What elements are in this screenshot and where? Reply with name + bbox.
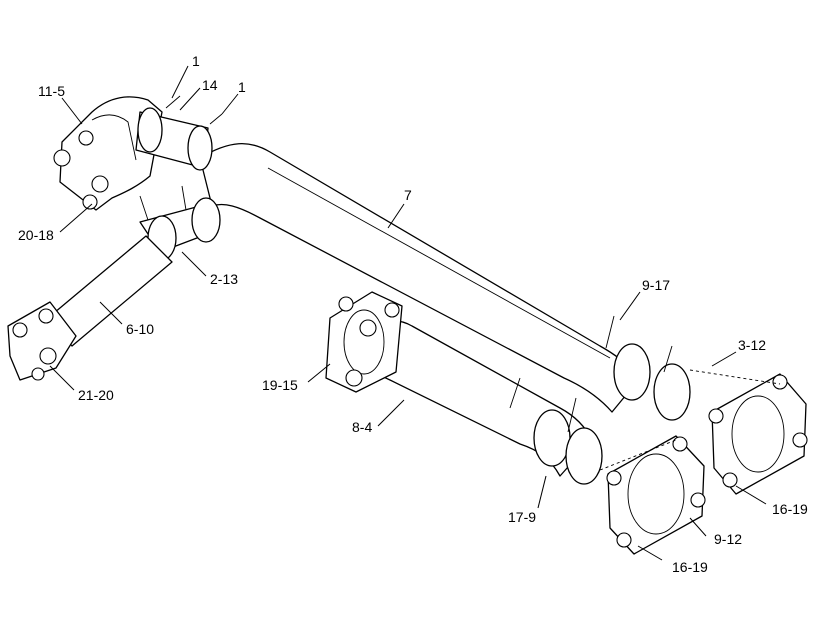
callout-19-15: 19-15	[262, 377, 298, 393]
clamp-17	[509, 377, 603, 485]
callout-labels: 1 14 1 11-5 7 20-18 2-13 6-10 21-20 9-17…	[18, 53, 808, 575]
callout-3-12: 3-12	[738, 337, 766, 353]
callout-6-10: 6-10	[126, 321, 154, 337]
flange-19	[325, 291, 403, 393]
callout-7: 7	[404, 187, 412, 203]
callout-16-19b: 16-19	[672, 559, 708, 575]
callout-1a: 1	[192, 53, 200, 69]
flange-plate-3	[708, 373, 808, 495]
callout-11-5: 11-5	[38, 83, 65, 99]
callout-21-20: 21-20	[78, 387, 114, 403]
callout-14: 14	[202, 77, 218, 93]
callout-20-18: 20-18	[18, 227, 54, 243]
callout-9-12: 9-12	[714, 531, 742, 547]
callout-16-19a: 16-19	[772, 501, 808, 517]
leader-lines	[49, 65, 767, 561]
callout-8-4: 8-4	[352, 419, 372, 435]
flange-21	[7, 301, 77, 381]
callout-17-9: 17-9	[508, 509, 536, 525]
clamp-9	[605, 315, 691, 421]
elbow-11	[53, 96, 163, 211]
callout-9-17: 9-17	[642, 277, 670, 293]
callout-1b: 1	[238, 79, 246, 95]
alignment-lines	[599, 369, 781, 471]
callout-2-13: 2-13	[210, 271, 238, 287]
flange-plate-9	[606, 435, 706, 555]
sleeve-14	[135, 95, 223, 171]
clamp-2	[139, 185, 221, 261]
